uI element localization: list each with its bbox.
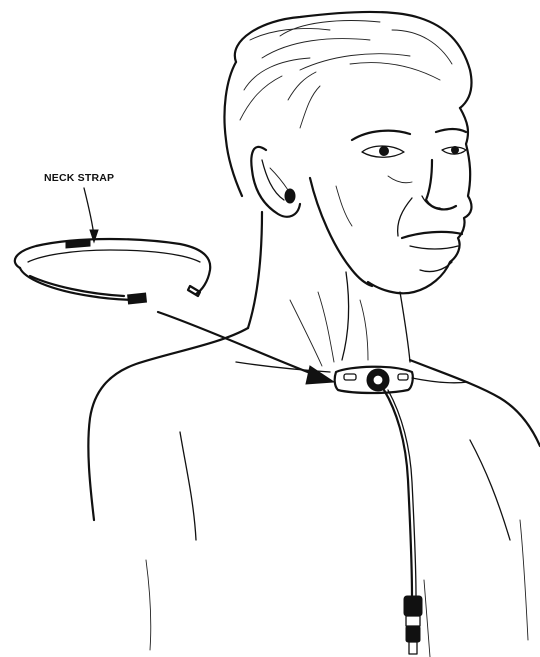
neck-strap-leader xyxy=(84,188,98,242)
ear xyxy=(251,147,300,217)
throat-microphone xyxy=(335,367,413,393)
connector-plug xyxy=(404,596,422,654)
cable xyxy=(384,390,416,596)
neck-strap xyxy=(15,239,210,304)
attach-arrow xyxy=(158,312,334,384)
neck-strap-label: NECK STRAP xyxy=(44,172,114,184)
neck xyxy=(248,212,410,366)
